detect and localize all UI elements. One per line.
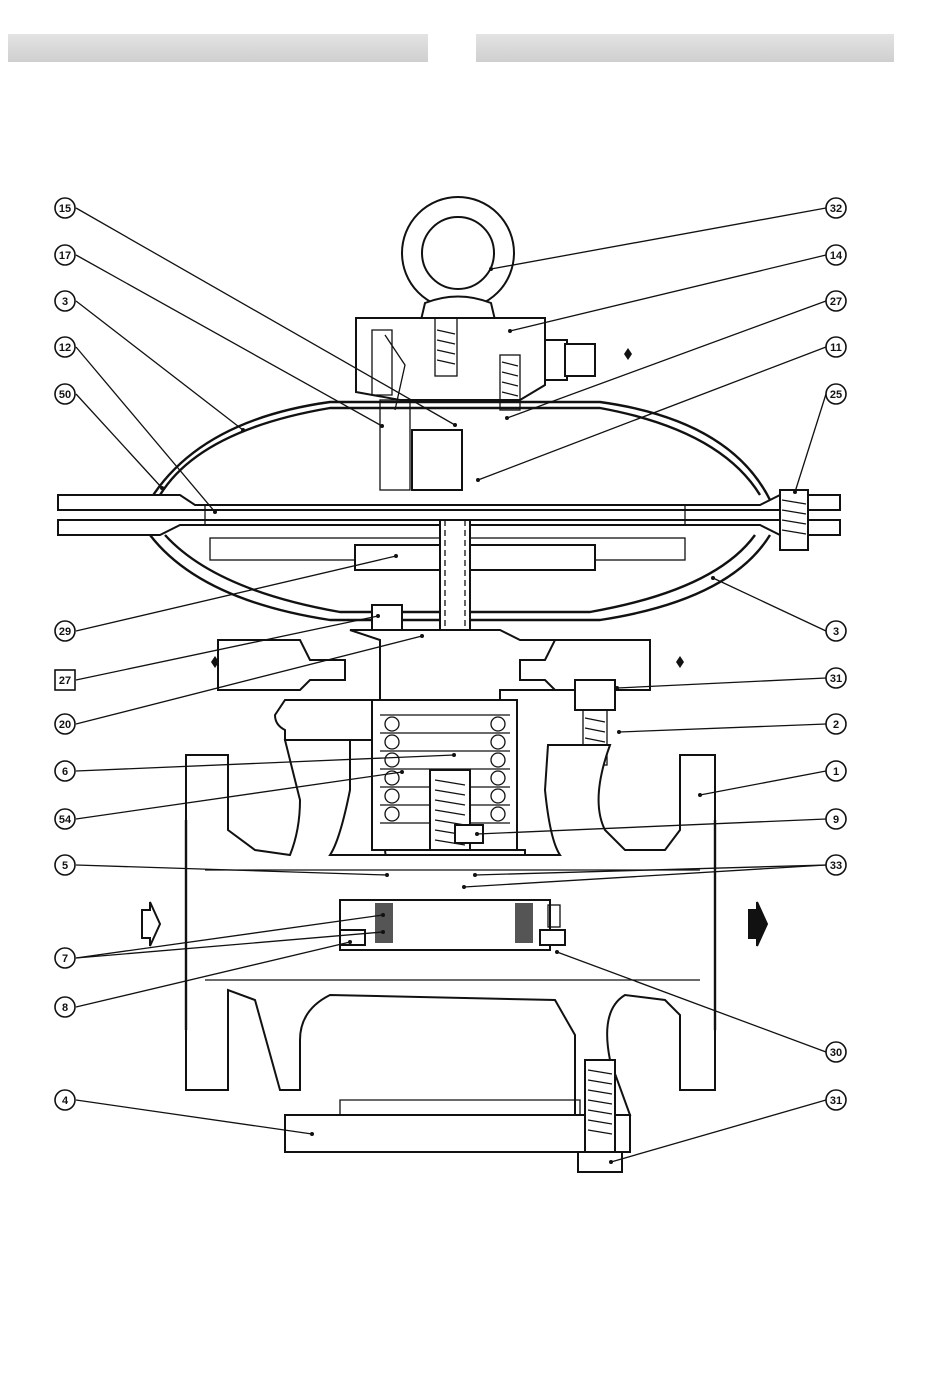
svg-text:14: 14 — [830, 250, 843, 262]
svg-text:31: 31 — [830, 1095, 842, 1107]
callout-12: 12 — [55, 337, 75, 357]
callout-3-upper: 3 — [55, 291, 75, 311]
callout-27-boxed: 27 — [55, 670, 75, 690]
svg-text:27: 27 — [59, 675, 71, 687]
svg-text:25: 25 — [830, 389, 842, 401]
svg-text:12: 12 — [59, 342, 71, 354]
callout-14: 14 — [826, 245, 846, 265]
top-cap — [356, 318, 595, 410]
svg-text:30: 30 — [830, 1047, 842, 1059]
callout-20: 20 — [55, 714, 75, 734]
callout-32: 32 — [826, 198, 846, 218]
svg-text:29: 29 — [59, 626, 71, 638]
callout-31-lower: 31 — [826, 1090, 846, 1110]
callout-33: 33 — [826, 855, 846, 875]
svg-text:8: 8 — [62, 1002, 68, 1014]
svg-text:20: 20 — [59, 719, 71, 731]
svg-text:17: 17 — [59, 250, 71, 262]
svg-text:54: 54 — [59, 814, 72, 826]
svg-text:33: 33 — [830, 860, 842, 872]
svg-text:9: 9 — [833, 814, 839, 826]
svg-text:11: 11 — [830, 342, 842, 354]
callout-30: 30 — [826, 1042, 846, 1062]
svg-text:31: 31 — [830, 673, 842, 685]
callout-11: 11 — [826, 337, 846, 357]
callout-4: 4 — [55, 1090, 75, 1110]
svg-text:3: 3 — [62, 296, 68, 308]
svg-text:1: 1 — [833, 766, 839, 778]
callout-6: 6 — [55, 761, 75, 781]
svg-text:4: 4 — [62, 1095, 69, 1107]
callout-54: 54 — [55, 809, 75, 829]
hollow-arrow-icon — [142, 902, 160, 946]
callout-15: 15 — [55, 198, 75, 218]
callout-25: 25 — [826, 384, 846, 404]
svg-text:3: 3 — [833, 626, 839, 638]
callout-29: 29 — [55, 621, 75, 641]
svg-text:7: 7 — [62, 953, 68, 965]
callout-1: 1 — [826, 761, 846, 781]
svg-text:50: 50 — [59, 389, 71, 401]
svg-text:2: 2 — [833, 719, 839, 731]
eye-bolt — [402, 197, 514, 320]
svg-text:32: 32 — [830, 203, 842, 215]
svg-text:5: 5 — [62, 860, 68, 872]
callout-17: 17 — [55, 245, 75, 265]
callout-7: 7 — [55, 948, 75, 968]
svg-text:15: 15 — [59, 203, 71, 215]
callout-50: 50 — [55, 384, 75, 404]
callout-3-lower: 3 — [826, 621, 846, 641]
svg-text:6: 6 — [62, 766, 68, 778]
solid-arrow-icon — [749, 902, 767, 946]
callout-5: 5 — [55, 855, 75, 875]
callout-2: 2 — [826, 714, 846, 734]
callout-8: 8 — [55, 997, 75, 1017]
callout-27: 27 — [826, 291, 846, 311]
callout-9: 9 — [826, 809, 846, 829]
svg-text:27: 27 — [830, 296, 842, 308]
callout-31-upper: 31 — [826, 668, 846, 688]
